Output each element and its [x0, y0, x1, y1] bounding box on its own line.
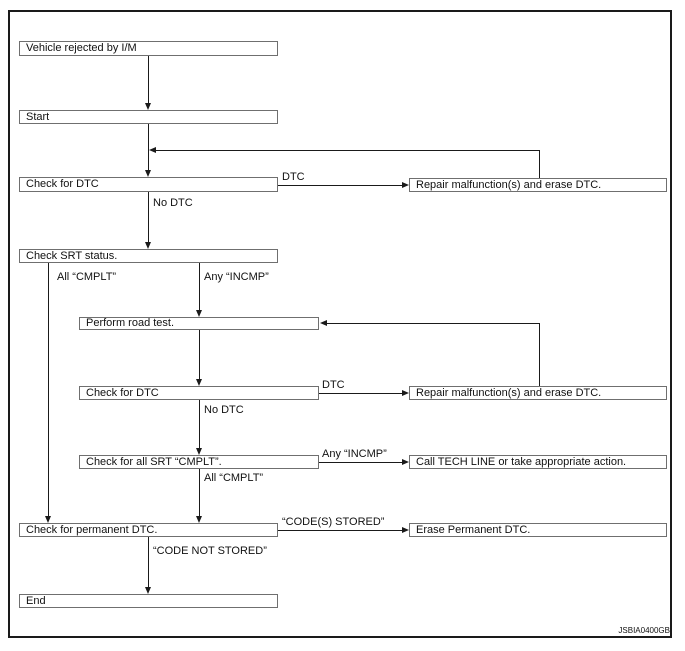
node-check-dtc-1: Check for DTC: [19, 177, 278, 192]
node-repair-2: Repair malfunction(s) and erase DTC.: [409, 386, 667, 400]
edge-label-codes-stored: “CODE(S) STORED”: [282, 516, 385, 528]
arrowhead-left-icon: [320, 320, 327, 326]
edge-label-any-incmp-2: Any “INCMP”: [322, 448, 387, 460]
node-check-permanent: Check for permanent DTC.: [19, 523, 278, 537]
connector-repair1-feedback-vertical: [539, 150, 540, 178]
connector-checksrt-to-checkpermanent: [48, 263, 49, 516]
connector-checkdtc1-to-repair1: [278, 185, 402, 186]
connector-checksrt-to-roadtest: [199, 263, 200, 310]
connector-checkallsrt-to-calltech: [319, 462, 402, 463]
connector-checkdtc1-to-checksrt: [148, 192, 149, 242]
arrowhead-down-icon: [196, 310, 202, 317]
edge-label-dtc-2: DTC: [322, 379, 345, 391]
edge-label-dtc-1: DTC: [282, 171, 305, 183]
node-check-all-srt: Check for all SRT “CMPLT”.: [79, 455, 319, 469]
arrowhead-right-icon: [402, 459, 409, 465]
node-call-tech-line: Call TECH LINE or take appropriate actio…: [409, 455, 667, 469]
edge-label-code-not-stored: “CODE NOT STORED”: [153, 545, 267, 557]
arrowhead-down-icon: [145, 587, 151, 594]
arrowhead-down-icon: [45, 516, 51, 523]
node-repair-1: Repair malfunction(s) and erase DTC.: [409, 178, 667, 192]
figure-code: JSBIA0400GB: [618, 626, 670, 635]
node-end: End: [19, 594, 278, 608]
connector-checkdtc2-to-checkallsrt: [199, 400, 200, 448]
arrowhead-right-icon: [402, 182, 409, 188]
node-erase-permanent: Erase Permanent DTC.: [409, 523, 667, 537]
connector-vehicle-to-start: [148, 56, 149, 104]
arrowhead-down-icon: [145, 103, 151, 110]
connector-start-to-checkdtc1: [148, 124, 149, 170]
arrowhead-right-icon: [402, 390, 409, 396]
connector-checkpermanent-to-erase: [278, 530, 402, 531]
node-road-test: Perform road test.: [79, 317, 319, 330]
edge-label-all-cmplt-2: All “CMPLT”: [204, 472, 264, 484]
edge-label-any-incmp-1: Any “INCMP”: [204, 271, 269, 283]
arrowhead-down-icon: [196, 448, 202, 455]
node-start: Start: [19, 110, 278, 124]
arrowhead-down-icon: [145, 170, 151, 177]
connector-repair1-feedback-horizontal: [156, 150, 540, 151]
connector-checkpermanent-to-end: [148, 537, 149, 587]
connector-repair2-feedback-horizontal: [327, 323, 540, 324]
arrowhead-down-icon: [196, 516, 202, 523]
arrowhead-left-icon: [149, 147, 156, 153]
connector-checkallsrt-to-checkpermanent: [199, 469, 200, 516]
node-check-srt: Check SRT status.: [19, 249, 278, 263]
arrowhead-down-icon: [145, 242, 151, 249]
connector-roadtest-to-checkdtc2: [199, 330, 200, 379]
arrowhead-right-icon: [402, 527, 409, 533]
connector-checkdtc2-to-repair2: [319, 393, 402, 394]
edge-label-no-dtc-2: No DTC: [204, 404, 244, 416]
connector-repair2-feedback-vertical: [539, 323, 540, 386]
edge-label-all-cmplt-1: All “CMPLT”: [57, 271, 117, 283]
arrowhead-down-icon: [196, 379, 202, 386]
node-check-dtc-2: Check for DTC: [79, 386, 319, 400]
edge-label-no-dtc-1: No DTC: [153, 197, 193, 209]
node-vehicle-rejected: Vehicle rejected by I/M: [19, 41, 278, 56]
